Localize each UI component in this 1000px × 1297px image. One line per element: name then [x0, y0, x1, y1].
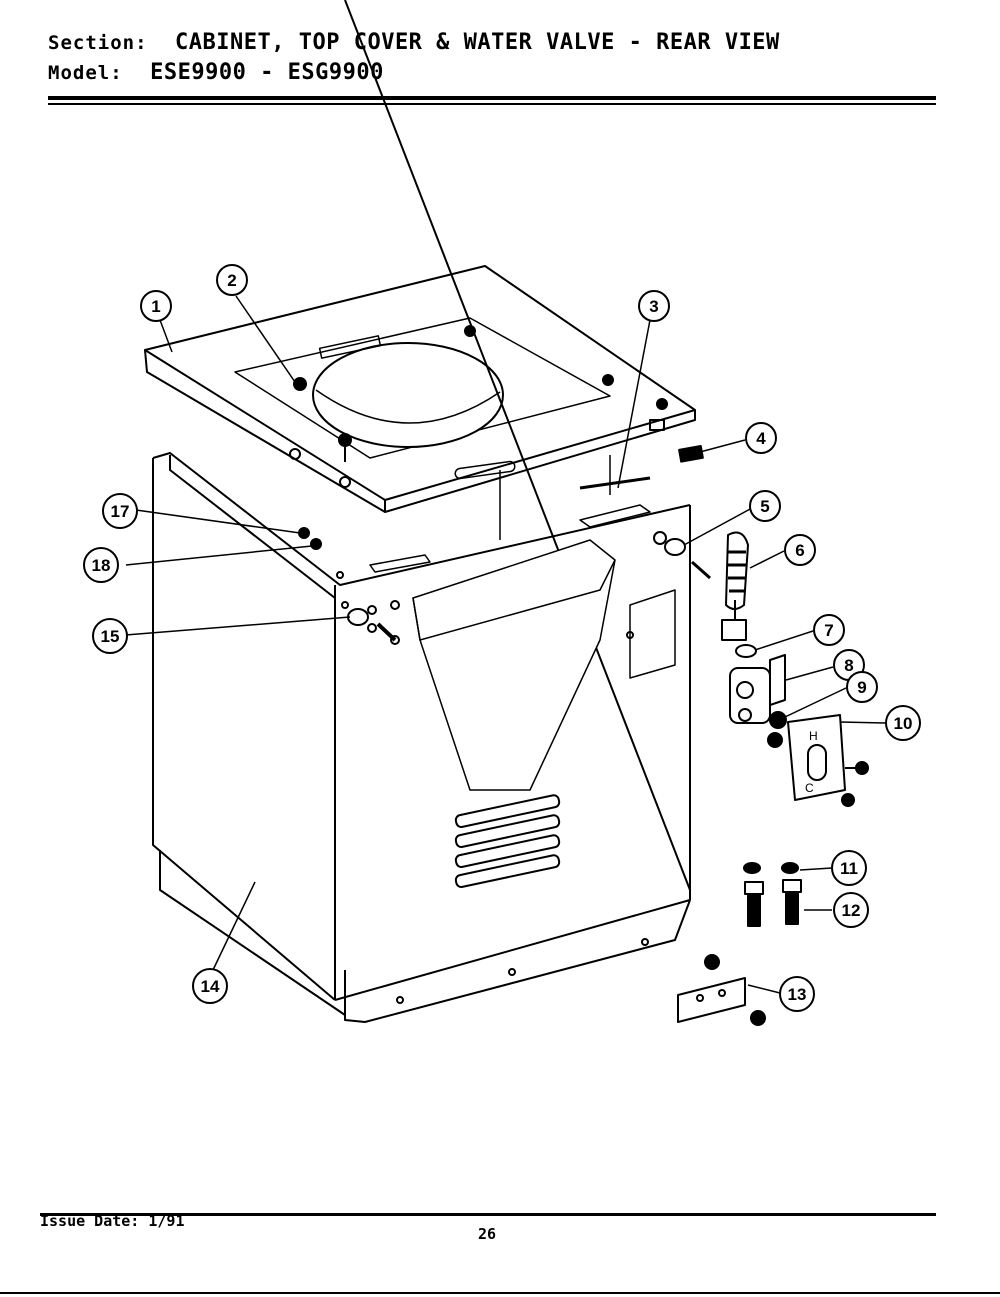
callout-6: 6	[784, 534, 816, 566]
callout-9: 9	[846, 671, 878, 703]
section-title: CABINET, TOP COVER & WATER VALVE - REAR …	[175, 30, 780, 55]
page-number: 26	[478, 1225, 497, 1243]
svg-text:11: 11	[840, 859, 858, 878]
callout-11: 11	[831, 850, 867, 886]
svg-text:12: 12	[842, 901, 861, 920]
svg-text:9: 9	[857, 678, 866, 697]
callout-5: 5	[749, 490, 781, 522]
header-rule-thin	[48, 103, 936, 105]
water-valve-part	[729, 654, 786, 724]
svg-text:10: 10	[894, 714, 913, 733]
top-cover	[144, 265, 696, 513]
callout-2: 2	[216, 264, 248, 296]
svg-text:6: 6	[795, 541, 804, 560]
callout-4: 4	[745, 422, 777, 454]
svg-text:13: 13	[788, 985, 807, 1004]
svg-text:7: 7	[824, 621, 833, 640]
leader-lines	[125, 295, 886, 994]
callout-17: 17	[102, 493, 138, 529]
hose-connectors	[743, 862, 802, 927]
svg-text:15: 15	[101, 627, 120, 646]
cabinet-hardware	[298, 527, 400, 645]
svg-text:18: 18	[92, 556, 111, 575]
model-value: ESE9900 - ESG9900	[150, 60, 384, 85]
section-heading: Section: CABINET, TOP COVER & WATER VALV…	[48, 30, 780, 55]
callout-7: 7	[813, 614, 845, 646]
page-bottom-rule	[0, 1292, 1000, 1294]
issue-date: Issue Date: 1/91	[40, 1212, 185, 1230]
svg-text:2: 2	[227, 271, 236, 290]
header-rule-thick	[48, 96, 936, 100]
callout-1: 1	[140, 290, 172, 322]
clip-part	[678, 445, 704, 463]
callout-14: 14	[192, 968, 228, 1004]
cabinet	[152, 0, 691, 1023]
model-heading: Model: ESE9900 - ESG9900	[48, 60, 384, 85]
callout-13: 13	[779, 976, 815, 1012]
hot-letter: H	[809, 729, 818, 743]
grommet-part	[664, 538, 686, 556]
svg-text:8: 8	[844, 656, 853, 675]
callout-15: 15	[92, 618, 128, 654]
issue-value: 1/91	[148, 1212, 185, 1230]
svg-text:17: 17	[111, 502, 130, 521]
cold-letter: C	[805, 781, 814, 795]
screen-part	[769, 711, 787, 729]
svg-text:1: 1	[151, 297, 160, 316]
fill-hose-part	[691, 531, 749, 641]
callout-labels: 1 2 3 4 5 6 7 8 9 10 11 12 13 14 15 17 1…	[83, 264, 921, 1012]
section-label: Section:	[48, 32, 148, 54]
svg-text:14: 14	[201, 977, 220, 996]
washer-part	[735, 644, 757, 658]
svg-text:3: 3	[649, 297, 658, 316]
callout-12: 12	[833, 892, 869, 928]
svg-text:4: 4	[756, 429, 766, 448]
callout-3: 3	[638, 290, 670, 322]
base-bracket-part	[677, 954, 766, 1026]
callout-10: 10	[885, 705, 921, 741]
valve-bracket-part	[787, 714, 869, 807]
model-label: Model:	[48, 62, 123, 84]
issue-label: Issue Date:	[40, 1212, 140, 1230]
footer-rule	[40, 1213, 936, 1216]
svg-text:5: 5	[760, 497, 769, 516]
callout-18: 18	[83, 547, 119, 583]
